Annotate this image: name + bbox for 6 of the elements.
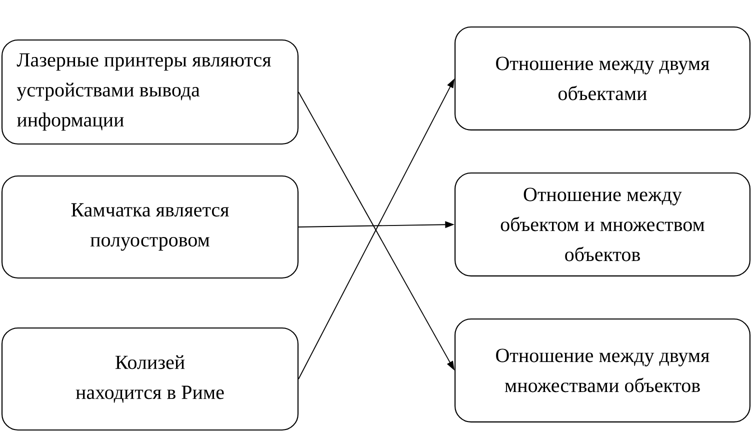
text-box: Отношение между объектом и множеством объектов — [454, 172, 750, 276]
text-box: Отношение между двумя объектами — [454, 26, 750, 130]
text-box: Лазерные принтеры являются устройствами вывода информации — [1, 39, 299, 145]
text-box: Колизей находится в Риме — [1, 327, 299, 431]
text-box: Камчатка является полуостровом — [1, 175, 299, 279]
text-box: Отношение между двумя множествами объектов — [454, 318, 750, 422]
